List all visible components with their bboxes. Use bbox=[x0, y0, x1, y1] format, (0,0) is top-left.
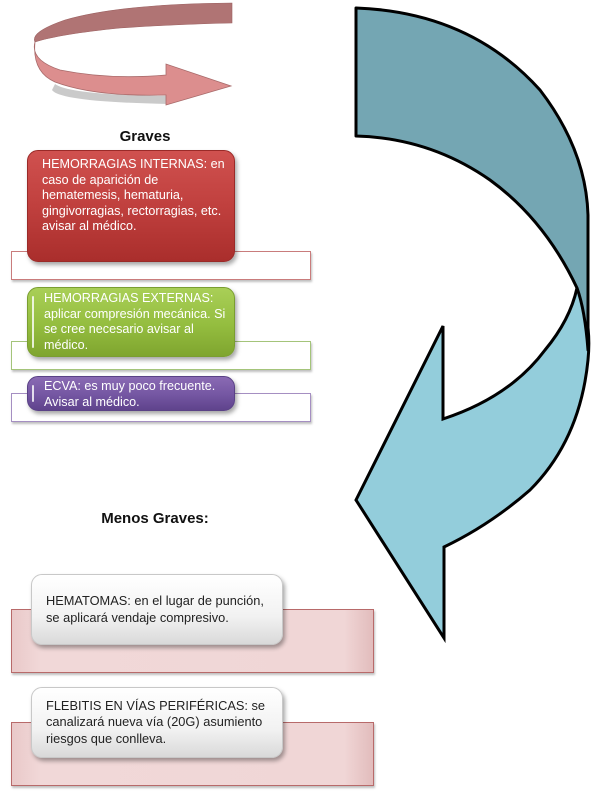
menos-graves-heading: Menos Graves: bbox=[101, 510, 209, 527]
card-hemorragias-internas: HEMORRAGIAS INTERNAS: en caso de aparici… bbox=[27, 150, 235, 262]
card-hematomas: HEMATOMAS: en el lugar de punción, se ap… bbox=[31, 574, 283, 645]
graves-heading: Graves bbox=[119, 128, 171, 145]
card-text: ECVA: es muy poco frecuente. Avisar al m… bbox=[44, 379, 216, 409]
card-ecva: ECVA: es muy poco frecuente. Avisar al m… bbox=[27, 376, 235, 411]
card-flebitis: FLEBITIS EN VÍAS PERIFÉRICAS: se canaliz… bbox=[31, 687, 283, 758]
card-text: HEMATOMAS: en el lugar de punción, se ap… bbox=[46, 593, 264, 625]
card-text: HEMORRAGIAS EXTERNAS: aplicar compresión… bbox=[44, 291, 226, 352]
card-hemorragias-externas: HEMORRAGIAS EXTERNAS: aplicar compresión… bbox=[27, 287, 235, 357]
card-text: HEMORRAGIAS INTERNAS: en caso de aparici… bbox=[42, 157, 225, 233]
card-text: FLEBITIS EN VÍAS PERIFÉRICAS: se canaliz… bbox=[46, 697, 266, 746]
